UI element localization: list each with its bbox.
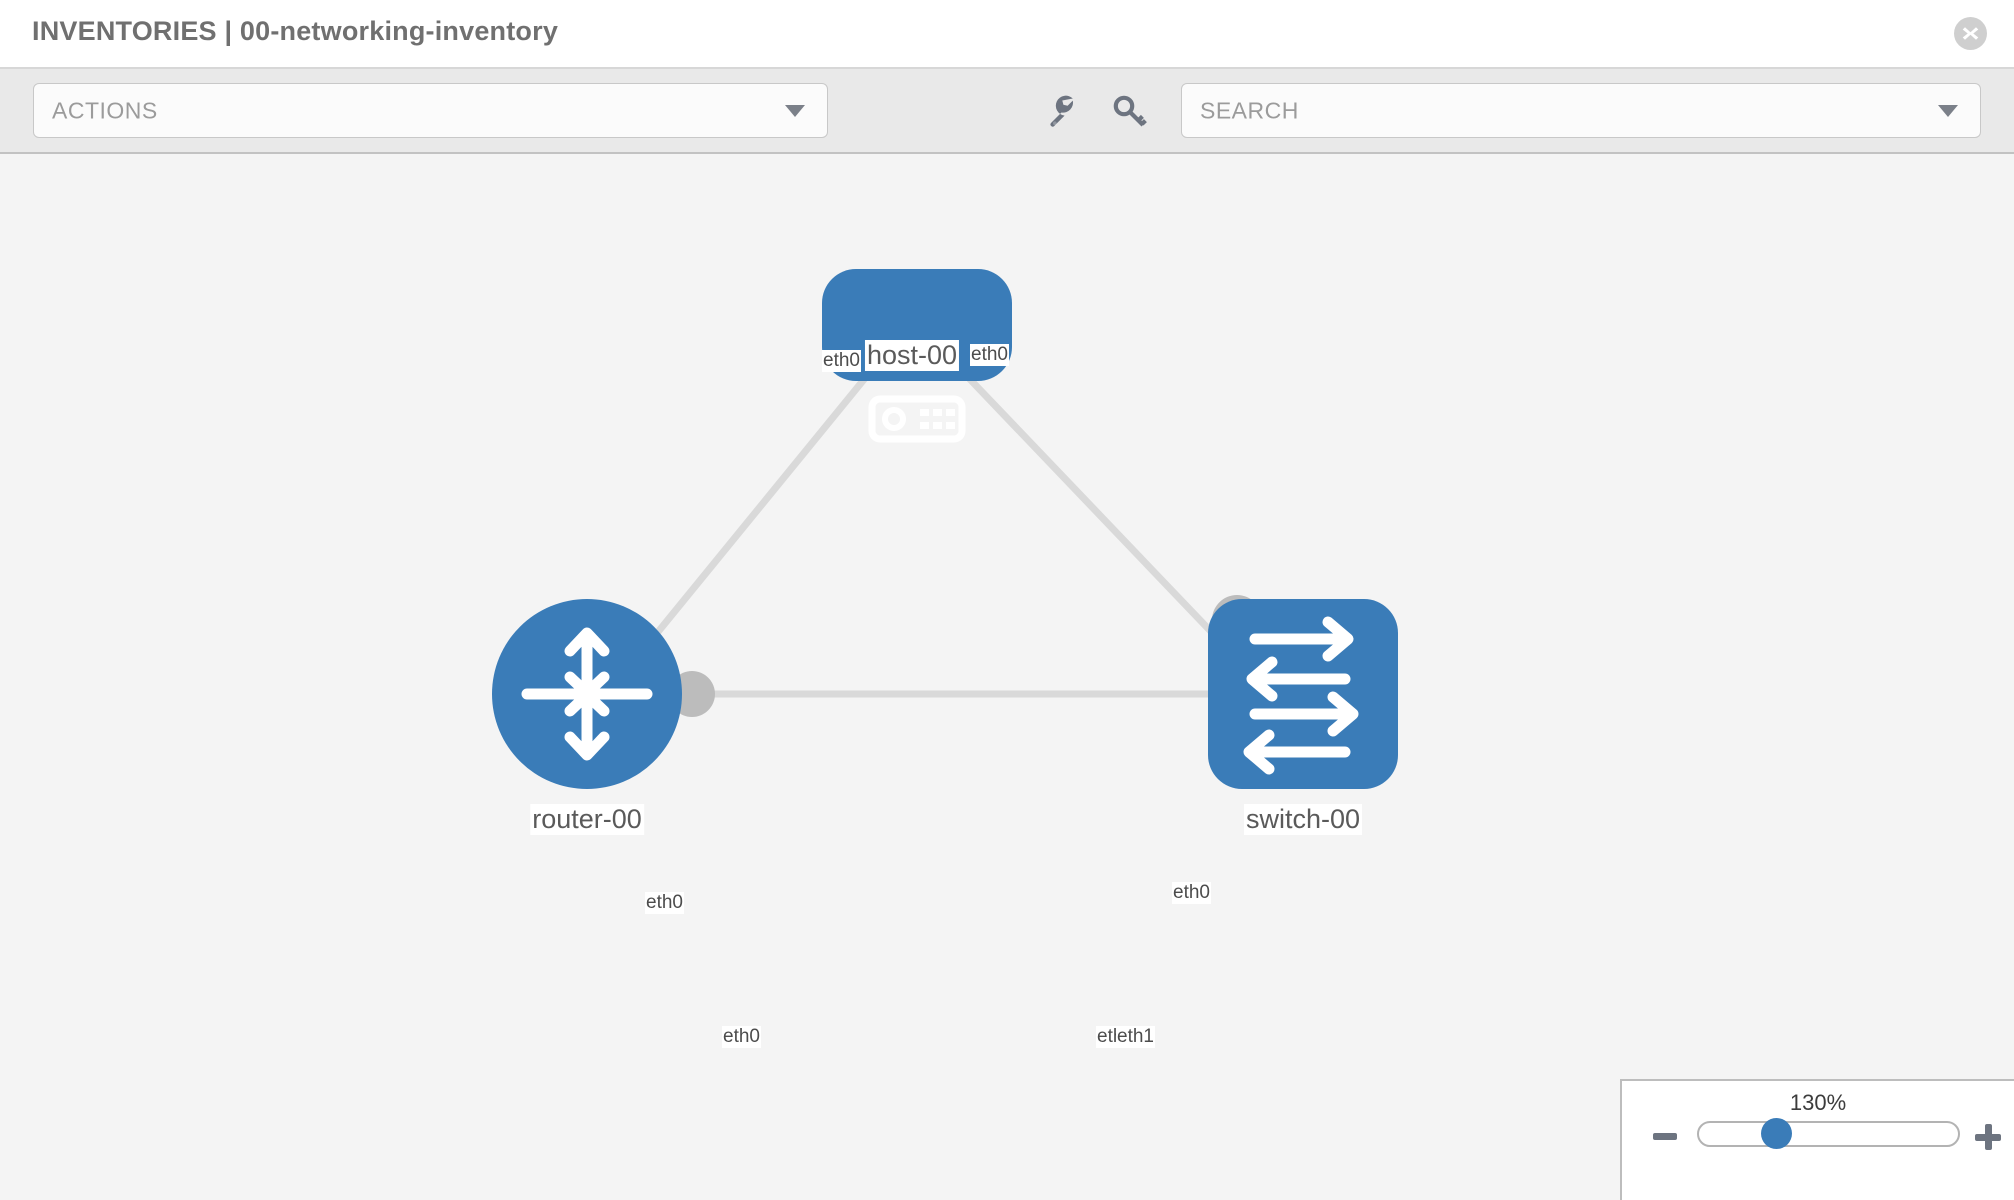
node-label-switch-00: switch-00 (1243, 804, 1363, 835)
iface-label-host-switch: eth0 (970, 344, 1009, 366)
wrench-icon[interactable] (1043, 91, 1083, 131)
zoom-control-panel: 130% (1620, 1079, 2014, 1200)
close-icon-glyph (1962, 27, 1979, 40)
page-title: INVENTORIES | 00-networking-inventory (32, 16, 559, 46)
link-host00-switch00 (938, 346, 1246, 668)
chevron-down-icon (1938, 104, 1958, 117)
topology-links (636, 346, 1249, 698)
iface-label-router-switch: eth0 (722, 1026, 761, 1048)
node-router-00 (492, 599, 682, 789)
page-header: INVENTORIES | 00-networking-inventory (0, 0, 2014, 69)
search-placeholder: SEARCH (1200, 97, 1299, 123)
node-switch-00-shape (1208, 599, 1398, 789)
node-label-router-00: router-00 (530, 804, 644, 835)
actions-dropdown-label: ACTIONS (52, 97, 158, 123)
wrench-icon-glyph (1050, 95, 1074, 127)
iface-label-router-host: eth0 (645, 892, 684, 914)
zoom-slider-track[interactable] (1697, 1121, 1960, 1147)
toolbar: ACTIONS SEARCH (0, 69, 2014, 154)
topology-graph (492, 269, 1398, 789)
actions-dropdown[interactable]: ACTIONS (33, 83, 828, 138)
key-icon[interactable] (1110, 91, 1150, 131)
link-host00-router00 (636, 346, 892, 658)
iface-label-switch-host: eth0 (1172, 882, 1211, 904)
topology-canvas[interactable]: host-00 router-00 switch-00 eth0 eth0 et… (0, 154, 2014, 1200)
iface-label-switch-router: eth1 (1116, 1026, 1155, 1048)
close-icon[interactable] (1954, 17, 1987, 50)
router-arrows-icon (521, 627, 653, 761)
switch-arrows-icon (1243, 616, 1359, 775)
search-input[interactable]: SEARCH (1181, 83, 1981, 138)
iface-label-host-router: eth0 (822, 350, 861, 372)
key-icon-glyph (1113, 95, 1147, 127)
node-label-host-00: host-00 (864, 340, 960, 371)
server-icon (868, 395, 966, 443)
zoom-level-value: 130% (1789, 1090, 1847, 1115)
chevron-down-icon (785, 104, 805, 117)
zoom-in-button[interactable] (1975, 1124, 2001, 1150)
zoom-out-button[interactable] (1653, 1133, 1677, 1140)
zoom-slider-thumb[interactable] (1761, 1118, 1792, 1149)
node-switch-00 (1208, 599, 1398, 789)
